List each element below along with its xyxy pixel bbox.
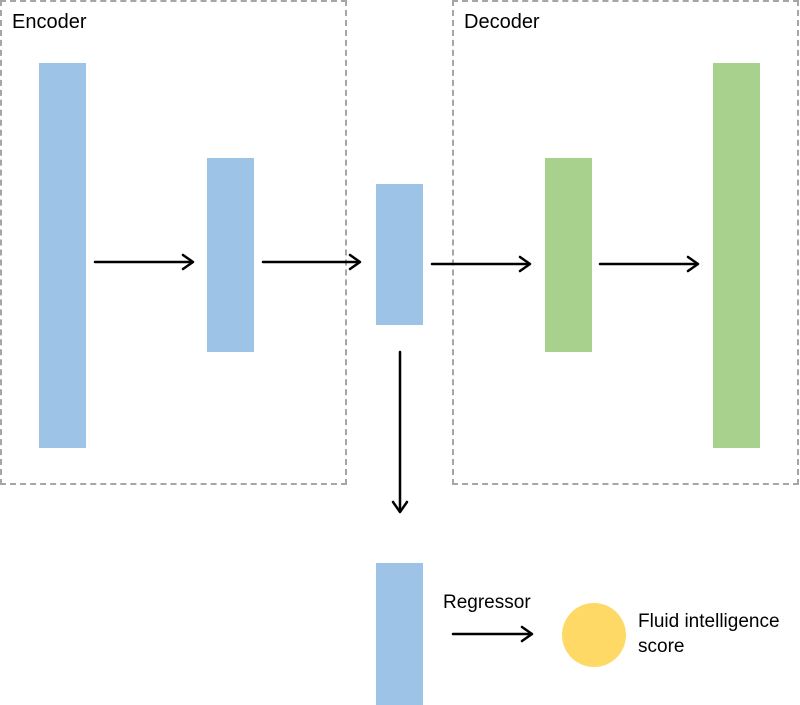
arrow-regressor-output — [451, 625, 534, 643]
arrow-latent-dec1 — [430, 255, 532, 273]
arrow-latent-regressor — [391, 350, 409, 514]
arrow-dec1-dec2 — [598, 255, 700, 273]
decoder-layer-1 — [545, 158, 592, 352]
output-label-line2: score — [638, 636, 685, 657]
decoder-layer-2 — [713, 63, 760, 448]
regressor-label: Regressor — [443, 592, 531, 613]
encoder-label: Encoder — [12, 11, 87, 33]
output-label-line1: Fluid intelligence — [638, 611, 780, 632]
fluid-intelligence-node — [562, 603, 626, 667]
decoder-label: Decoder — [464, 11, 540, 33]
regressor-input-layer — [376, 563, 423, 705]
encoder-layer-2 — [207, 158, 254, 352]
arrow-enc2-latent — [261, 253, 362, 271]
latent-layer — [376, 184, 423, 325]
arrow-enc1-enc2 — [93, 253, 195, 271]
encoder-layer-1 — [39, 63, 86, 448]
decoder-group: Decoder — [452, 0, 799, 485]
encoder-group: Encoder — [0, 0, 347, 485]
